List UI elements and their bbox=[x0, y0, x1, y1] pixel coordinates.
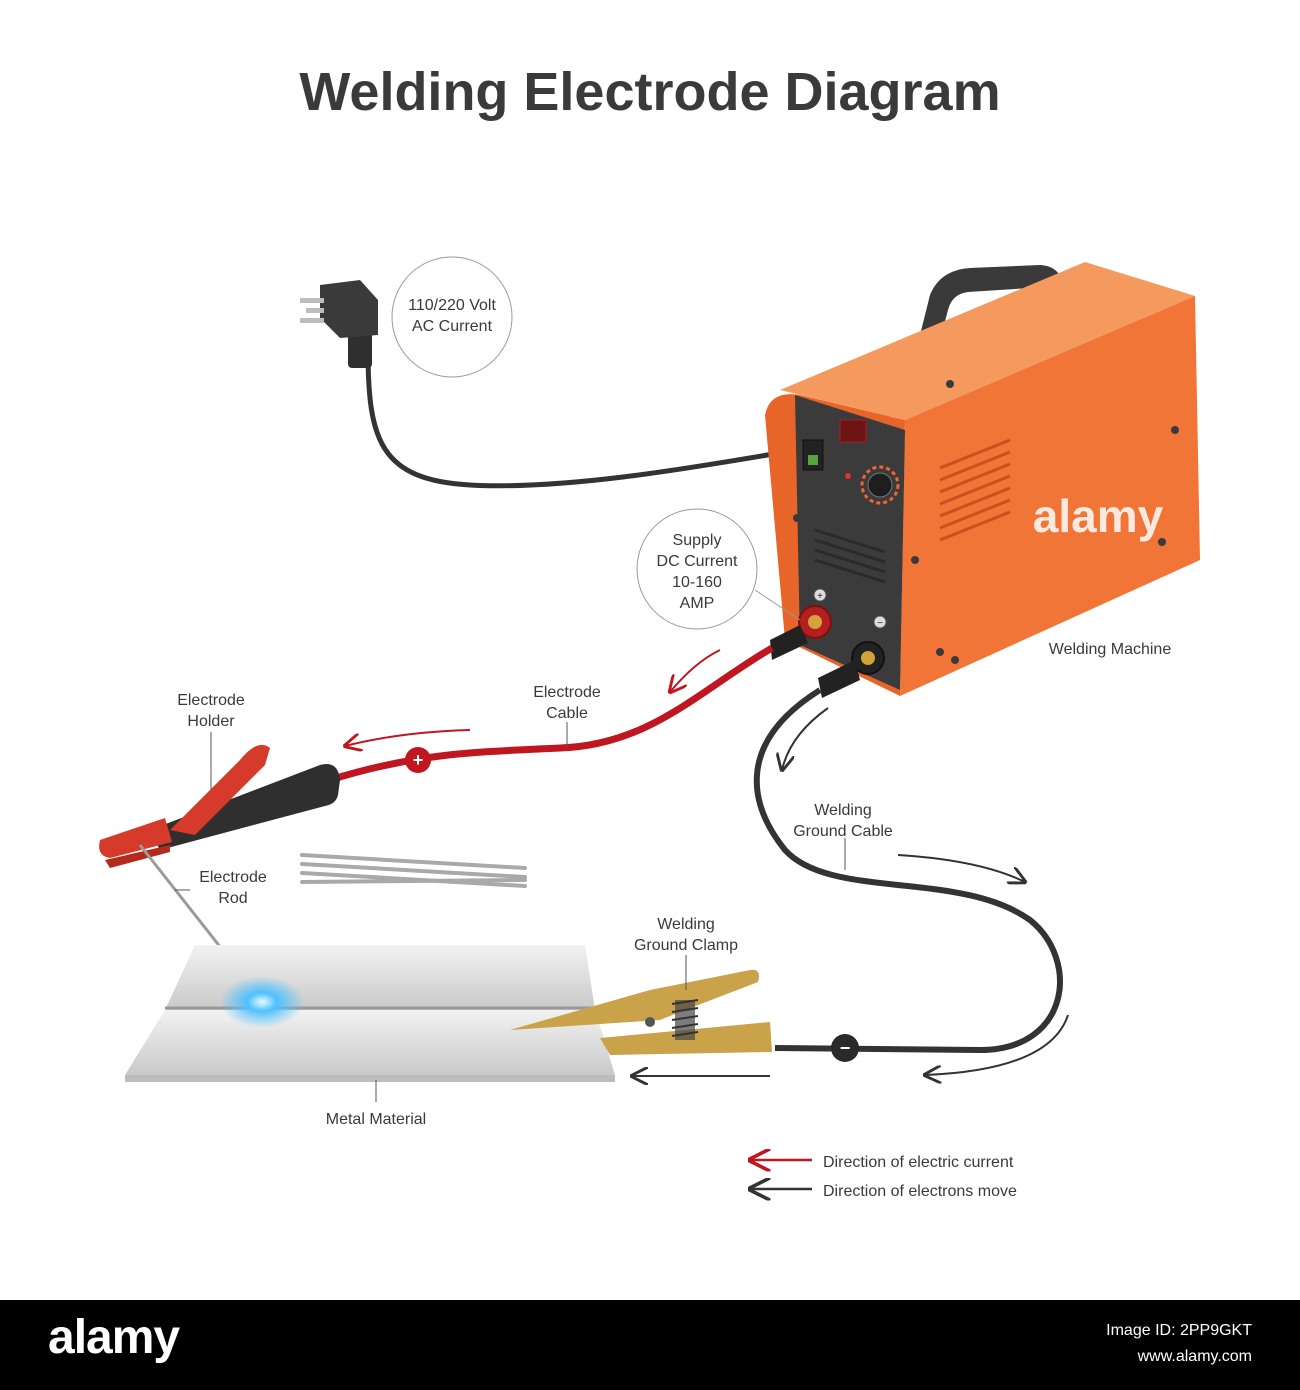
metal-material-label: Metal Material bbox=[326, 1111, 426, 1128]
digital-display bbox=[839, 419, 867, 443]
footer-logo: alamy bbox=[48, 1311, 180, 1364]
electrode-holder bbox=[99, 744, 340, 868]
electrode-holder-label-line1: Electrode bbox=[177, 692, 245, 709]
footer-bar: alamy Image ID: 2PP9GKT www.alamy.com bbox=[0, 1300, 1300, 1390]
welding-ground-clamp bbox=[510, 969, 772, 1055]
negative-terminal-sign: − bbox=[877, 618, 883, 629]
electron-arrow-3 bbox=[925, 1014, 1069, 1075]
electrode-cable-label-line2: Cable bbox=[546, 705, 588, 722]
supply-label-circle bbox=[636, 508, 758, 630]
legend-current-label: Direction of electric current bbox=[823, 1154, 1014, 1171]
legend: Direction of electric current Direction … bbox=[750, 1154, 1017, 1200]
power-label-circle bbox=[391, 256, 513, 378]
legend-electrons-label: Direction of electrons move bbox=[823, 1183, 1017, 1200]
supply-label-line4: AMP bbox=[680, 595, 715, 612]
footer-site: www.alamy.com bbox=[1137, 1348, 1252, 1365]
power-label-line2: AC Current bbox=[412, 318, 493, 335]
ground-clamp-label-line2: Ground Clamp bbox=[634, 937, 738, 954]
footer-image-id: Image ID: 2PP9GKT bbox=[1106, 1322, 1252, 1339]
footer-info: Image ID: 2PP9GKT www.alamy.com bbox=[1106, 1318, 1252, 1370]
current-arrow-1 bbox=[670, 649, 721, 692]
amperage-knob-scale bbox=[860, 465, 900, 505]
machine-handle bbox=[910, 265, 1064, 378]
ground-connector bbox=[818, 660, 860, 698]
current-arrow-2 bbox=[345, 729, 471, 746]
supply-label-line3: 10-160 bbox=[672, 574, 722, 591]
electrode-holder-label-line2: Holder bbox=[187, 713, 235, 730]
supply-label-line1: Supply bbox=[673, 532, 722, 549]
positive-badge-sign: + bbox=[413, 750, 424, 770]
ground-clamp-label-line1: Welding bbox=[657, 916, 715, 933]
side-vents bbox=[939, 438, 1011, 542]
power-cord bbox=[365, 349, 786, 489]
supply-label-line2: DC Current bbox=[657, 553, 738, 570]
positive-terminal-sign: + bbox=[817, 591, 823, 602]
welding-machine-label: Welding Machine bbox=[1049, 641, 1172, 658]
amperage-knob bbox=[867, 472, 893, 498]
electrode-cable-label-line1: Electrode bbox=[533, 684, 601, 701]
watermark-text: alamy bbox=[1033, 490, 1164, 542]
electrode-rod-label-line1: Electrode bbox=[199, 869, 267, 886]
electrode-rod-label-line2: Rod bbox=[218, 890, 247, 907]
ground-cable bbox=[753, 687, 1063, 1054]
welding-diagram: Welding Electrode Diagram 110/220 Volt A… bbox=[99, 62, 1200, 1300]
power-plug bbox=[300, 280, 786, 489]
spare-electrode-rods bbox=[300, 853, 527, 888]
negative-badge-sign: − bbox=[840, 1038, 851, 1058]
welding-arc bbox=[220, 976, 304, 1028]
diagram-title: Welding Electrode Diagram bbox=[299, 62, 1000, 122]
electron-arrow-1 bbox=[782, 707, 829, 770]
power-label-line1: 110/220 Volt bbox=[408, 297, 496, 314]
ground-cable-label-line2: Ground Cable bbox=[793, 823, 893, 840]
welding-machine: + − alamy bbox=[765, 262, 1200, 698]
negative-badge bbox=[831, 1034, 859, 1062]
electrode-connector bbox=[770, 625, 808, 660]
electron-arrow-2 bbox=[897, 854, 1025, 882]
metal-material bbox=[125, 945, 615, 1082]
positive-badge bbox=[405, 747, 431, 773]
ground-cable-label-line1: Welding bbox=[814, 802, 872, 819]
